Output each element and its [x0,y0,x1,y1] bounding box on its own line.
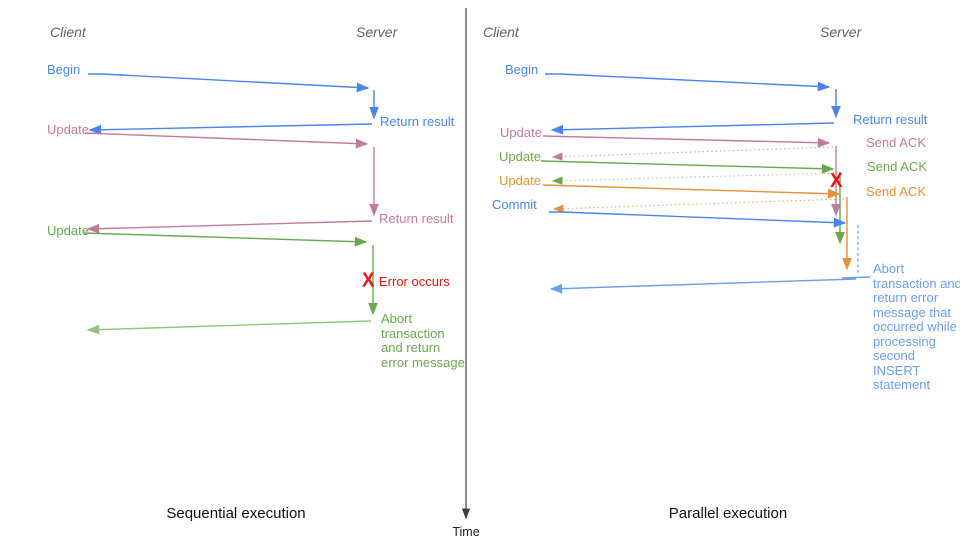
par-abort-message: Abort transaction and return error messa… [873,261,960,392]
par-server-header: Server [820,24,862,40]
seq-return-result-1-label: Return result [380,114,455,129]
seq-abort-return-arrow [86,320,372,335]
par-server-end-tick-line [841,276,871,279]
par-ack-2-dotted-arrow [551,172,839,185]
seq-update-2-request-arrow [83,232,368,247]
seq-server-header: Server [356,24,398,40]
seq-return-result-1-arrow [88,123,373,135]
par-panel-title: Parallel execution [668,505,788,522]
seq-return-result-2-arrow [86,220,373,234]
par-send-ack-2-label: Send ACK [867,159,927,174]
par-return-result-label: Return result [853,112,928,127]
par-ack-3-dotted-arrow [552,198,845,213]
par-update-1-label: Update [500,125,542,140]
par-update-1-request-arrow [542,135,831,148]
seq-update-1-request-arrow [84,132,369,149]
seq-client-header: Client [50,24,86,40]
par-error-x-icon: X [830,170,843,193]
par-client-header: Client [483,24,519,40]
par-return-result-arrow [550,122,835,135]
seq-error-x-icon: X [362,269,375,292]
par-ack-1-dotted-arrow [551,146,834,161]
seq-update-1-label: Update [47,122,89,137]
par-update-3-request-arrow [542,184,841,199]
par-commit-label: Commit [492,197,537,212]
par-send-ack-3-label: Send ACK [866,184,926,199]
seq-begin-request-arrow [88,73,370,93]
par-send-ack-1-label: Send ACK [866,135,926,150]
seq-update-2-label: Update [47,223,89,238]
seq-error-occurs-label: Error occurs [379,274,450,289]
seq-panel-title: Sequential execution [166,505,306,522]
seq-return-result-2-label: Return result [379,211,454,226]
par-begin-request-arrow [545,73,831,92]
par-abort-return-arrow [549,278,857,294]
seq-abort-message: Abort transaction and return error messa… [381,311,465,370]
par-update-2-label: Update [499,149,541,164]
par-update-2-request-arrow [540,160,835,174]
time-axis-label: Time [452,525,480,539]
par-commit-request-arrow [549,211,847,228]
par-update-3-label: Update [499,173,541,188]
par-begin-label: Begin [505,62,539,77]
seq-begin-label: Begin [47,62,81,77]
